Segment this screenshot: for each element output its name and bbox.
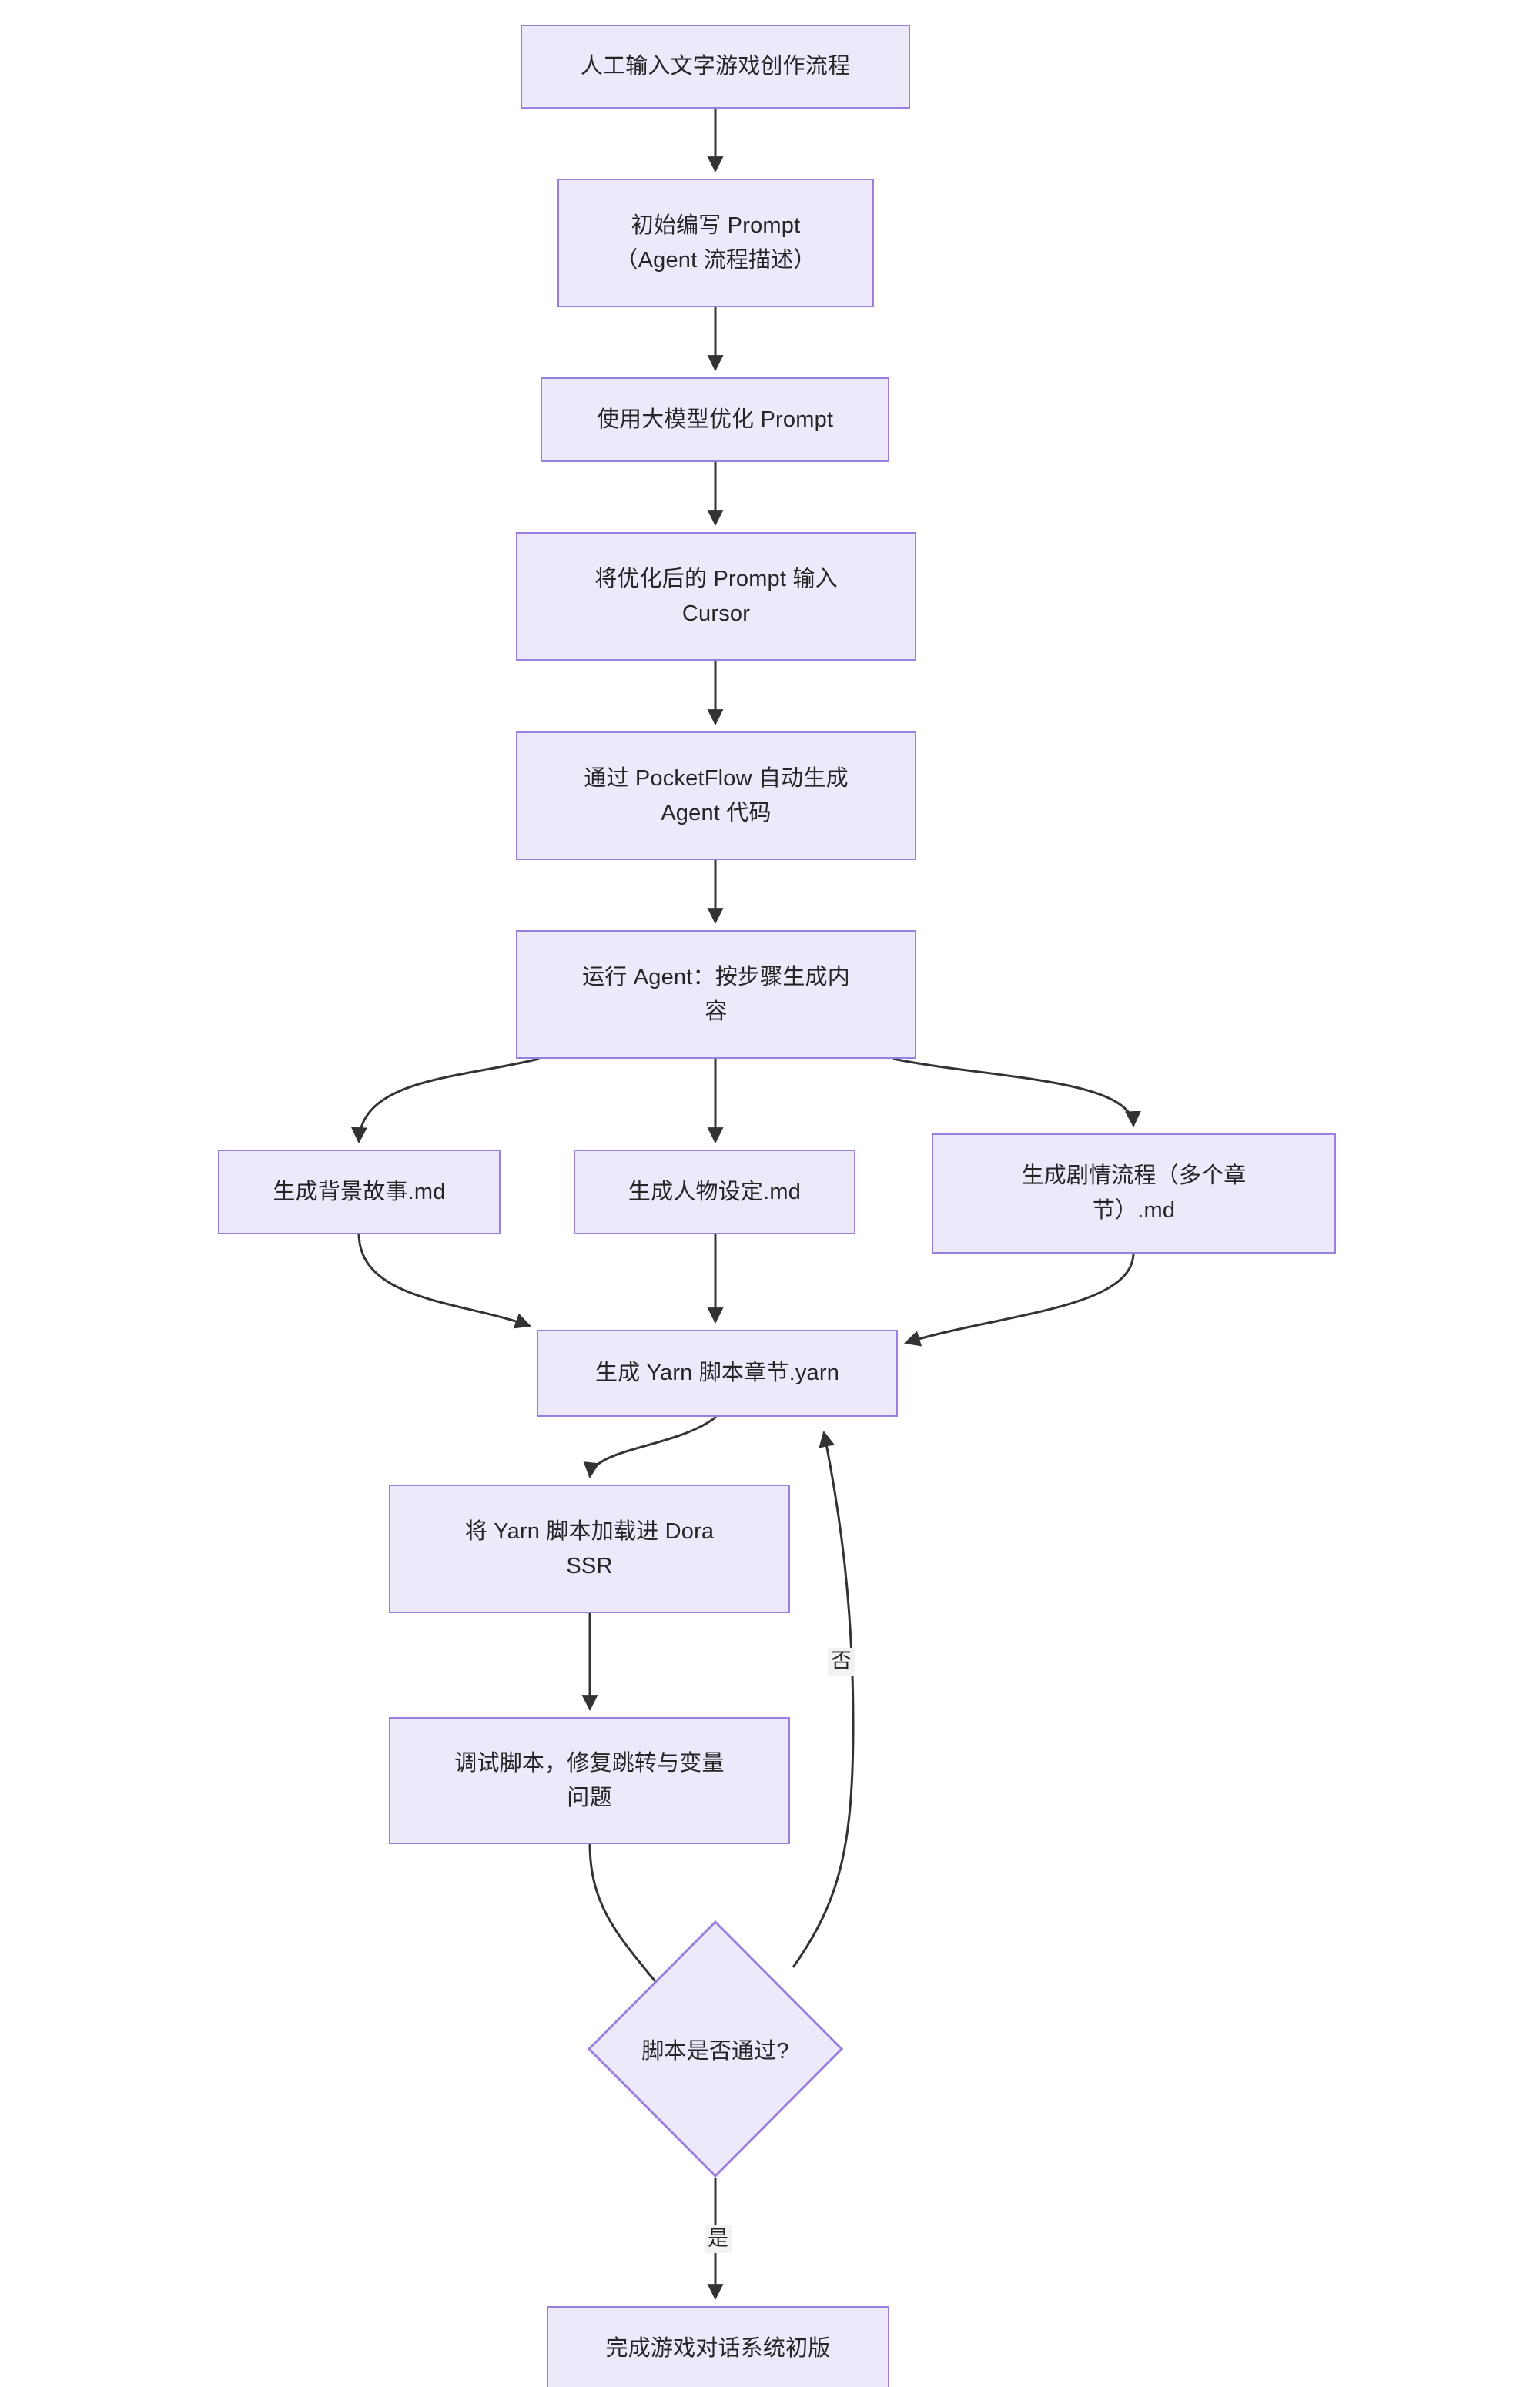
node-input-cursor-label: 将优化后的 Prompt 输入 Cursor xyxy=(594,566,838,626)
edge-run-agent-to-background xyxy=(350,1057,540,1144)
node-gen-character[interactable]: 生成人物设定.md xyxy=(574,1150,855,1234)
edge-plot-to-yarn xyxy=(903,1253,1135,1347)
node-gen-yarn-label: 生成 Yarn 脚本章节.yarn xyxy=(594,1361,840,1386)
node-gen-character-label: 生成人物设定.md xyxy=(628,1179,802,1204)
edge-background-to-yarn xyxy=(357,1234,531,1329)
node-decision-script-pass[interactable]: 脚本是否通过? xyxy=(588,1920,843,2178)
node-debug-script[interactable]: 调试脚本，修复跳转与变量 问题 xyxy=(389,1717,790,1844)
node-debug-script-label: 调试脚本，修复跳转与变量 问题 xyxy=(454,1750,725,1810)
node-gen-background[interactable]: 生成背景故事.md xyxy=(218,1150,500,1234)
node-run-agent-label: 运行 Agent：按步骤生成内 容 xyxy=(582,964,850,1024)
node-start[interactable]: 人工输入文字游戏创作流程 xyxy=(521,25,910,109)
node-write-prompt[interactable]: 初始编写 Prompt （Agent 流程描述） xyxy=(557,179,874,307)
node-gen-yarn[interactable]: 生成 Yarn 脚本章节.yarn xyxy=(537,1330,898,1417)
node-pocketflow-label: 通过 PocketFlow 自动生成 Agent 代码 xyxy=(584,765,849,825)
node-load-dora-label: 将 Yarn 脚本加载进 Dora SSR xyxy=(464,1518,715,1578)
node-write-prompt-label: 初始编写 Prompt （Agent 流程描述） xyxy=(615,213,816,273)
node-start-label: 人工输入文字游戏创作流程 xyxy=(580,54,851,79)
node-optimize-prompt[interactable]: 使用大模型优化 Prompt xyxy=(541,377,889,462)
node-gen-plot-label: 生成剧情流程（多个章 节）.md xyxy=(1021,1163,1247,1223)
edge-yarn-to-dora xyxy=(583,1415,717,1479)
node-finish[interactable]: 完成游戏对话系统初版 xyxy=(547,2306,889,2387)
node-load-dora[interactable]: 将 Yarn 脚本加载进 Dora SSR xyxy=(389,1485,790,1613)
edge-decision-to-yarn-no xyxy=(792,1430,855,1968)
node-pocketflow[interactable]: 通过 PocketFlow 自动生成 Agent 代码 xyxy=(516,732,916,860)
edge-run-agent-to-plot xyxy=(892,1057,1141,1128)
node-optimize-prompt-label: 使用大模型优化 Prompt xyxy=(596,407,834,432)
node-run-agent[interactable]: 运行 Agent：按步骤生成内 容 xyxy=(516,930,916,1059)
node-gen-background-label: 生成背景故事.md xyxy=(273,1179,446,1204)
edge-label-no: 否 xyxy=(828,1648,855,1676)
node-decision-script-pass-label: 脚本是否通过? xyxy=(641,2039,789,2064)
edge-label-yes: 是 xyxy=(705,2225,732,2253)
node-finish-label: 完成游戏对话系统初版 xyxy=(605,2335,831,2361)
node-input-cursor[interactable]: 将优化后的 Prompt 输入 Cursor xyxy=(516,532,916,661)
node-gen-plot[interactable]: 生成剧情流程（多个章 节）.md xyxy=(932,1133,1336,1254)
